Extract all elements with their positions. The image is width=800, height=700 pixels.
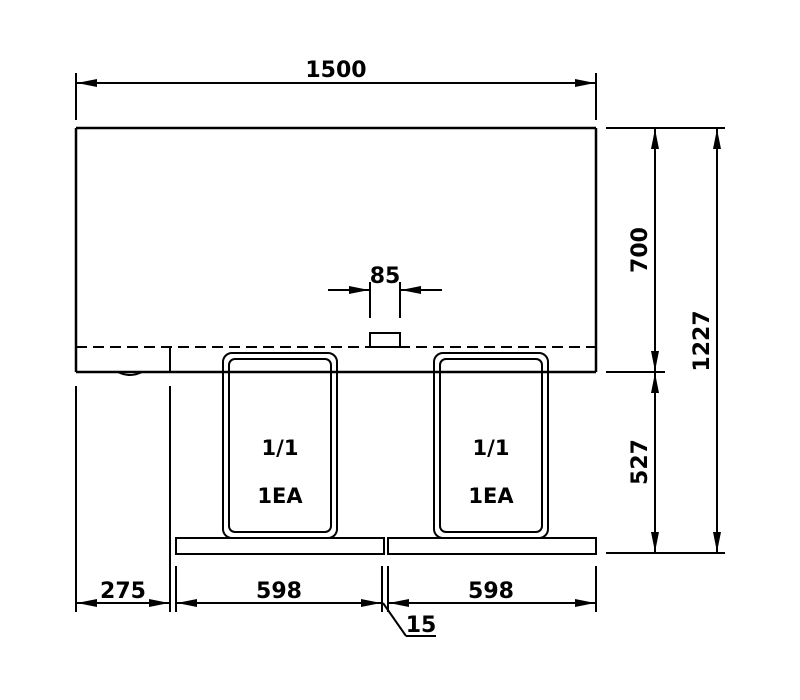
- left-offset-label: 275: [100, 579, 146, 604]
- height-dimensions: [606, 127, 725, 554]
- shelves: [175, 537, 597, 555]
- gap-label: 15: [406, 613, 437, 638]
- pan-right-size: 1/1: [473, 436, 510, 460]
- left-shelf-label: 598: [256, 579, 302, 604]
- nozzle-width-label: 85: [370, 264, 401, 289]
- upper-height-label: 700: [628, 227, 653, 273]
- nozzle: [328, 282, 442, 348]
- upper-body: [74, 126, 598, 376]
- total-height-label: 1227: [690, 310, 715, 371]
- pan-left-qty: 1EA: [257, 484, 303, 508]
- pan-left-size: 1/1: [262, 436, 299, 460]
- lower-height-label: 527: [628, 439, 653, 485]
- width-label: 1500: [305, 58, 366, 83]
- drain-arc: [117, 371, 143, 376]
- bottom-dimensions: [75, 386, 597, 637]
- width-dimension: [75, 73, 597, 120]
- pan-right-qty: 1EA: [468, 484, 514, 508]
- right-shelf-label: 598: [468, 579, 514, 604]
- gap-leader: [382, 602, 407, 637]
